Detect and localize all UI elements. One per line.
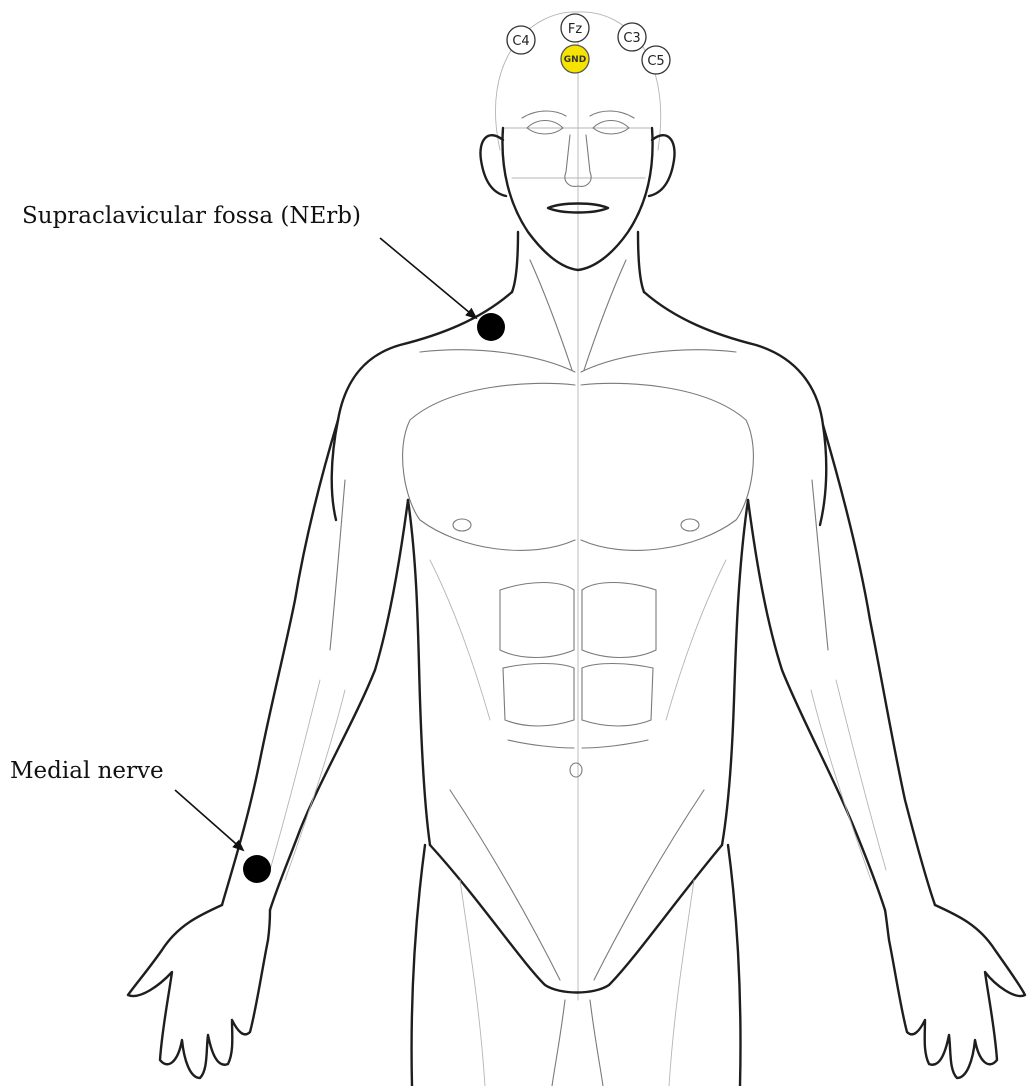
left-thigh-muscle <box>460 880 485 1086</box>
electrode-c3-label: C3 <box>623 31 640 46</box>
medial-nerve-arrow <box>175 790 243 850</box>
right-shoulder-outline <box>644 292 826 525</box>
left-leg-inner <box>552 1000 565 1086</box>
abs-lower-line-right <box>582 740 648 748</box>
left-brow <box>522 111 566 118</box>
abs-mid-right <box>582 664 653 727</box>
scalp-electrodes: C4 Fz GND C3 C5 <box>507 14 670 74</box>
navel <box>570 763 582 777</box>
electrode-c5: C5 <box>642 46 670 74</box>
face-outline <box>502 128 652 270</box>
torso <box>332 232 827 1086</box>
neck-right <box>638 232 644 292</box>
electrode-gnd-label: GND <box>564 55 586 65</box>
torso-left-side <box>408 500 430 845</box>
left-clavicle <box>420 350 575 372</box>
left-pectoral <box>403 383 575 550</box>
right-arm <box>748 425 1025 1078</box>
right-oblique <box>666 560 726 720</box>
electrode-c4-label: C4 <box>512 34 529 49</box>
left-forearm-tendon-2 <box>285 690 345 880</box>
left-sternocleidomastoid <box>530 260 572 370</box>
right-thigh-muscle <box>669 880 694 1086</box>
left-inguinal <box>450 790 560 980</box>
stimulation-sites <box>175 238 505 883</box>
groin-outline <box>430 845 722 993</box>
right-brow <box>590 111 634 118</box>
electrode-gnd: GND <box>561 45 589 73</box>
right-nipple <box>681 519 699 531</box>
right-leg-inner <box>590 1000 603 1086</box>
abs-upper-left <box>500 583 574 658</box>
right-pectoral <box>581 383 753 550</box>
right-hand <box>885 905 1025 1078</box>
abs-upper-right <box>582 583 656 658</box>
right-forearm-tendon-2 <box>811 690 871 880</box>
left-arm-inner <box>270 500 408 910</box>
right-arm-inner <box>748 500 885 910</box>
medial-nerve-label: Medial nerve <box>10 760 164 783</box>
left-eye <box>527 121 563 135</box>
supraclavicular-arrow <box>380 238 476 318</box>
electrode-c3: C3 <box>618 23 646 51</box>
torso-right-side <box>722 500 748 845</box>
left-leg-outer <box>412 845 425 1086</box>
right-eye <box>593 121 629 135</box>
electrode-c4: C4 <box>507 26 535 54</box>
left-oblique <box>430 560 490 720</box>
right-arm-outer <box>823 425 935 905</box>
right-forearm-tendon <box>836 680 886 870</box>
left-hand <box>128 905 270 1078</box>
right-leg-outer <box>728 845 741 1086</box>
supraclavicular-site-dot <box>477 313 505 341</box>
electrode-fz-label: Fz <box>568 22 582 37</box>
supraclavicular-label: Supraclavicular fossa (NErb) <box>22 205 361 228</box>
medial-nerve-site-dot <box>243 855 271 883</box>
electrode-c5-label: C5 <box>647 54 664 69</box>
right-sternocleidomastoid <box>584 260 626 370</box>
abs-lower-line-left <box>508 740 574 748</box>
left-arm <box>128 420 408 1078</box>
right-clavicle <box>581 350 736 372</box>
left-arm-outer <box>222 420 338 905</box>
left-nipple <box>453 519 471 531</box>
electrode-fz: Fz <box>561 14 589 42</box>
right-inguinal <box>594 790 704 980</box>
neck-left <box>512 232 518 292</box>
right-bicep <box>812 480 828 650</box>
abs-mid-left <box>503 664 574 727</box>
